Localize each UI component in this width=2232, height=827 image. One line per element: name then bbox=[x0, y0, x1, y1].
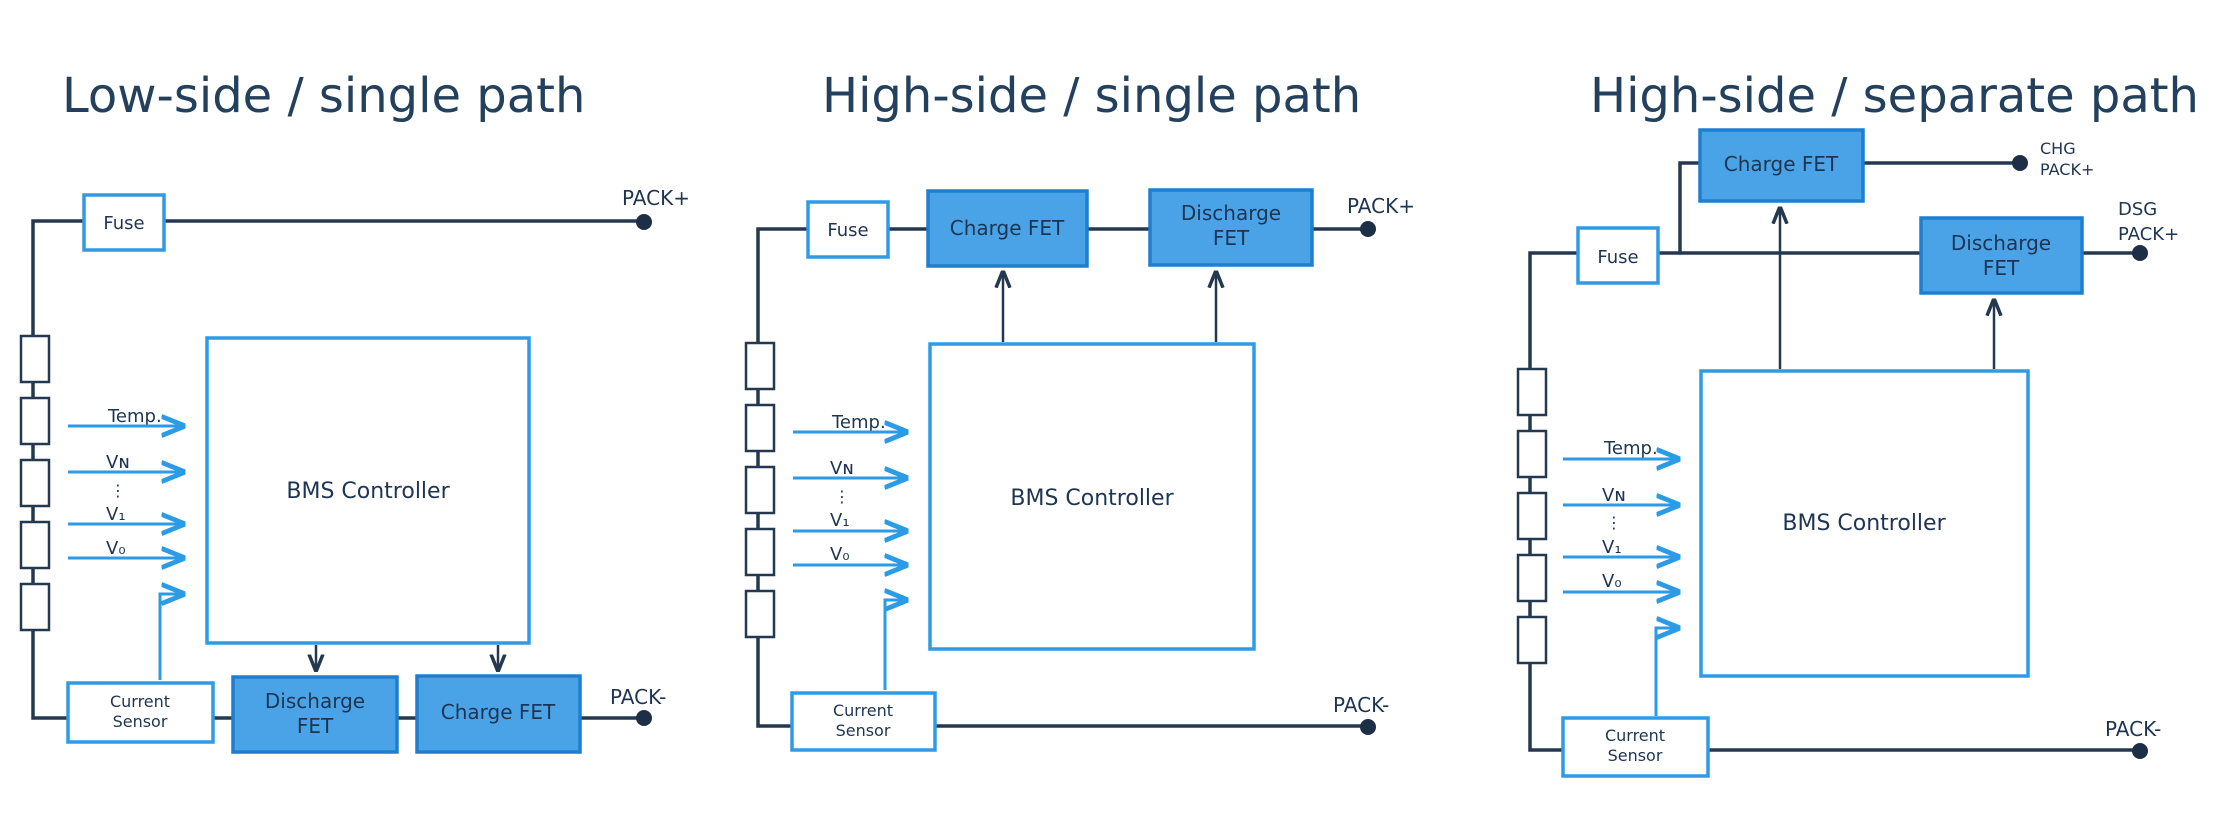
battery-cell bbox=[744, 403, 776, 453]
battery-cell bbox=[744, 341, 776, 391]
battery-cell bbox=[19, 334, 51, 384]
pack-positive-terminal bbox=[636, 214, 652, 230]
battery-cell bbox=[1516, 429, 1548, 479]
input-label-temp: Temp. bbox=[831, 412, 886, 433]
charge-fet: Charge FET bbox=[926, 189, 1089, 268]
battery-cell bbox=[744, 589, 776, 639]
charge-fet: Charge FET bbox=[415, 674, 582, 754]
input-label-ellipsis: ⋮ bbox=[834, 487, 850, 506]
input-label-vn: Vɴ bbox=[1602, 485, 1626, 506]
pack-negative-label: PACK- bbox=[2105, 717, 2161, 741]
discharge-fet: Discharge FET bbox=[1919, 216, 2084, 295]
battery-cell bbox=[19, 458, 51, 508]
bms-controller: BMS Controller bbox=[205, 336, 531, 645]
input-label-vn: Vɴ bbox=[106, 452, 130, 473]
input-label-v0: V₀ bbox=[830, 544, 850, 565]
pack-negative-label: PACK- bbox=[610, 685, 666, 709]
discharge-fet: Discharge FET bbox=[231, 675, 399, 754]
input-label-temp: Temp. bbox=[1603, 438, 1658, 459]
current-sensor-label-line1: Current bbox=[110, 692, 170, 711]
current-sensor: Current Sensor bbox=[66, 681, 215, 744]
discharge-fet-label-line2: FET bbox=[297, 714, 334, 738]
fuse-label: Fuse bbox=[827, 220, 868, 241]
pack-negative-terminal bbox=[636, 710, 652, 726]
controller-inputs: Temp. Vɴ ⋮ V₁ V₀ bbox=[793, 412, 906, 690]
power-wiring bbox=[1528, 161, 2140, 752]
battery-cell bbox=[744, 527, 776, 577]
input-label-v0: V₀ bbox=[106, 538, 126, 559]
current-sensor-label-line1: Current bbox=[1605, 726, 1665, 745]
battery-cell-stack bbox=[744, 341, 776, 639]
panel-title: High-side / separate path bbox=[1590, 68, 2199, 124]
charge-fet-label: Charge FET bbox=[1724, 152, 1839, 176]
input-label-v1: V₁ bbox=[830, 510, 850, 531]
battery-cell bbox=[744, 465, 776, 515]
discharge-fet-label-line2: FET bbox=[1983, 256, 2020, 280]
input-label-v0: V₀ bbox=[1602, 571, 1622, 592]
fuse: Fuse bbox=[806, 200, 890, 259]
battery-cell-stack bbox=[1516, 367, 1548, 665]
dsg-label-line2: PACK+ bbox=[2118, 224, 2179, 245]
pack-negative-label: PACK- bbox=[1333, 693, 1389, 717]
chg-pack-positive-terminal bbox=[2012, 155, 2028, 171]
bms-controller: BMS Controller bbox=[1699, 369, 2030, 678]
current-sensor: Current Sensor bbox=[790, 691, 937, 752]
pack-positive-label: PACK+ bbox=[1347, 194, 1415, 218]
controller-label: BMS Controller bbox=[1010, 486, 1174, 511]
controller-label: BMS Controller bbox=[1782, 511, 1946, 536]
current-sensor-label-line2: Sensor bbox=[1608, 746, 1663, 765]
battery-cell bbox=[1516, 553, 1548, 603]
pack-positive-terminal bbox=[1360, 221, 1376, 237]
discharge-fet-label-line1: Discharge bbox=[1181, 201, 1281, 225]
input-label-v1: V₁ bbox=[106, 504, 126, 525]
chg-label-line1: CHG bbox=[2040, 139, 2076, 158]
controller-inputs: Temp. Vɴ ⋮ V₁ V₀ bbox=[68, 406, 183, 680]
battery-cell bbox=[19, 582, 51, 632]
panel-title: High-side / single path bbox=[822, 68, 1361, 124]
input-label-ellipsis: ⋮ bbox=[1606, 513, 1622, 532]
battery-cell-stack bbox=[19, 334, 51, 632]
discharge-fet-label-line2: FET bbox=[1213, 226, 1250, 250]
current-sensor-label-line2: Sensor bbox=[836, 721, 891, 740]
controller-label: BMS Controller bbox=[286, 479, 450, 504]
fuse-label: Fuse bbox=[1597, 247, 1638, 268]
current-sensor-label-line1: Current bbox=[833, 701, 893, 720]
dsg-pack-positive-terminal bbox=[2132, 245, 2148, 261]
bms-controller: BMS Controller bbox=[928, 342, 1256, 651]
chg-label-line2: PACK+ bbox=[2040, 160, 2094, 179]
input-label-v1: V₁ bbox=[1602, 537, 1622, 558]
pack-negative-terminal bbox=[2132, 743, 2148, 759]
charge-fet-label: Charge FET bbox=[950, 216, 1065, 240]
discharge-fet: Discharge FET bbox=[1148, 188, 1314, 267]
controller-inputs: Temp. Vɴ ⋮ V₁ V₀ bbox=[1563, 438, 1678, 716]
battery-cell bbox=[19, 520, 51, 570]
dsg-label-line1: DSG bbox=[2118, 199, 2157, 220]
battery-cell bbox=[1516, 367, 1548, 417]
panel-high-side-single-path: High-side / single path Fuse Charge FET … bbox=[744, 68, 1415, 752]
battery-cell bbox=[19, 396, 51, 446]
charge-fet: Charge FET bbox=[1698, 128, 1865, 203]
fuse-label: Fuse bbox=[103, 213, 144, 234]
input-label-temp: Temp. bbox=[107, 406, 162, 427]
discharge-fet-label-line1: Discharge bbox=[1951, 231, 2051, 255]
discharge-fet-label-line1: Discharge bbox=[265, 689, 365, 713]
input-label-vn: Vɴ bbox=[830, 458, 854, 479]
panel-title: Low-side / single path bbox=[62, 68, 585, 124]
current-sensor: Current Sensor bbox=[1561, 716, 1710, 778]
panel-low-side-single-path: Low-side / single path Fuse PACK+ PACK- bbox=[19, 68, 690, 754]
current-sensor-label-line2: Sensor bbox=[113, 712, 168, 731]
battery-cell bbox=[1516, 615, 1548, 665]
panel-high-side-separate-path: High-side / separate path Fuse Charge FE… bbox=[1516, 68, 2199, 778]
input-label-ellipsis: ⋮ bbox=[110, 481, 126, 500]
pack-negative-terminal bbox=[1360, 719, 1376, 735]
fuse: Fuse bbox=[82, 193, 166, 252]
charge-fet-label: Charge FET bbox=[441, 700, 556, 724]
pack-positive-label: PACK+ bbox=[622, 186, 690, 210]
fuse: Fuse bbox=[1576, 226, 1660, 285]
battery-cell bbox=[1516, 491, 1548, 541]
